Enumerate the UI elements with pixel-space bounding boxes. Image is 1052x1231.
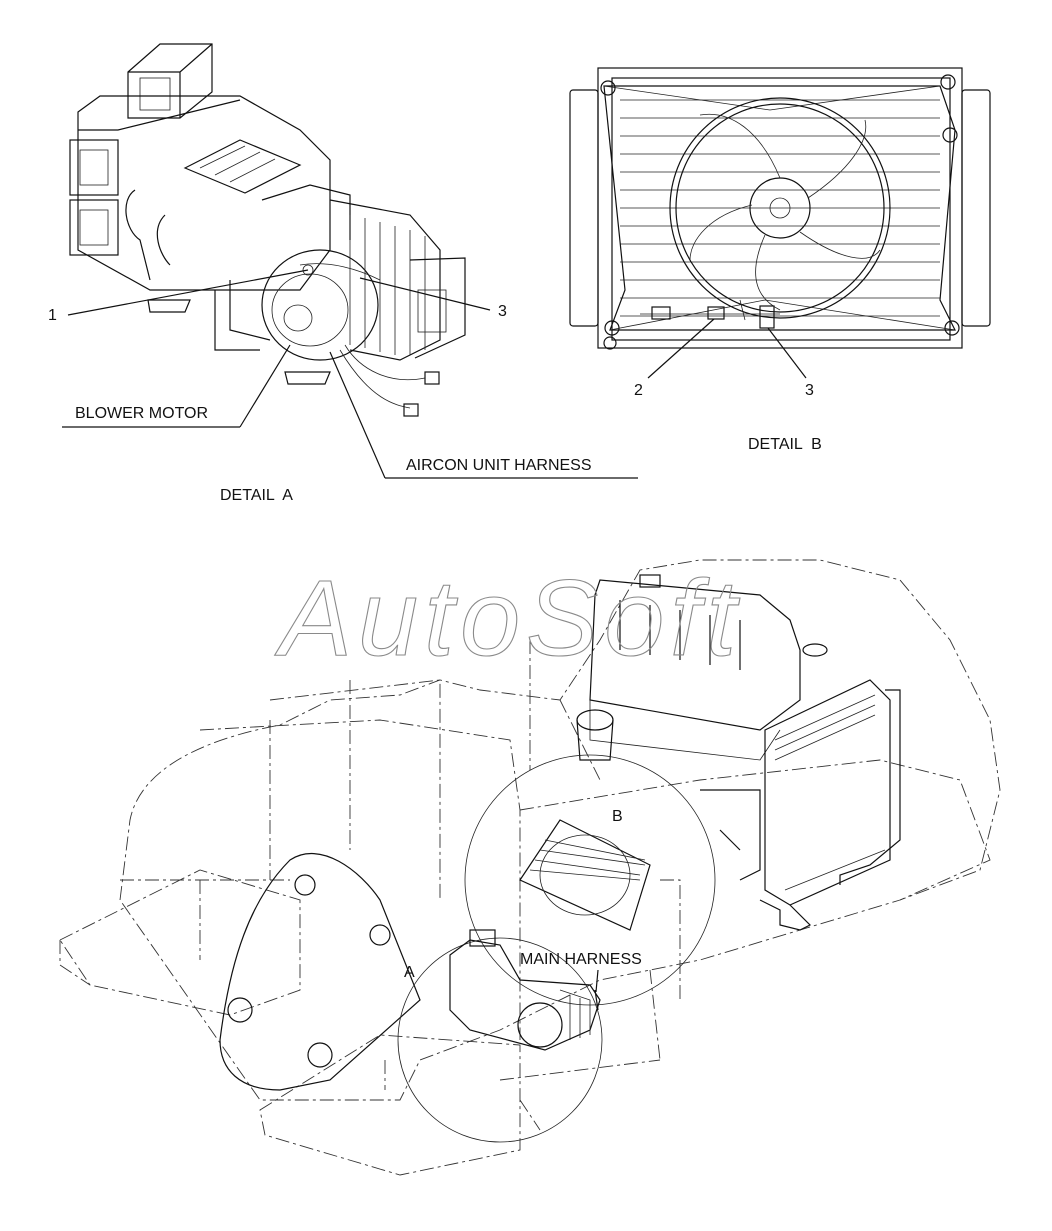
aircon-unit-harness-label: AIRCON UNIT HARNESS <box>406 457 592 474</box>
detail-a-callout-3: 3 <box>498 303 507 320</box>
engine-illustration <box>576 574 828 881</box>
fan-blades <box>689 113 881 311</box>
detail-b-callout-2: 2 <box>634 382 643 399</box>
detail-a-callout-circle <box>397 929 603 1143</box>
machine-outline <box>59 559 1001 1176</box>
detail-a-callout-1: 1 <box>48 307 57 324</box>
detail-a-illustration <box>69 43 466 417</box>
marker-b: B <box>612 808 623 825</box>
main-harness-label: MAIN HARNESS <box>520 951 642 968</box>
blower-motor-label: BLOWER MOTOR <box>75 405 208 422</box>
detail-b-callout-3: 3 <box>805 382 814 399</box>
detail-b-leaders <box>647 318 807 379</box>
detail-b-illustration <box>569 67 991 350</box>
condenser-fins <box>620 99 940 317</box>
radiator-illustration <box>759 679 901 931</box>
detail-a-leaders <box>62 269 638 479</box>
marker-a: A <box>404 964 415 981</box>
watermark: AutoSoft <box>274 557 742 678</box>
detail-a-title: DETAIL A <box>220 487 293 504</box>
detail-b-callout-circle <box>464 754 716 1006</box>
detail-b-title: DETAIL B <box>748 436 822 453</box>
